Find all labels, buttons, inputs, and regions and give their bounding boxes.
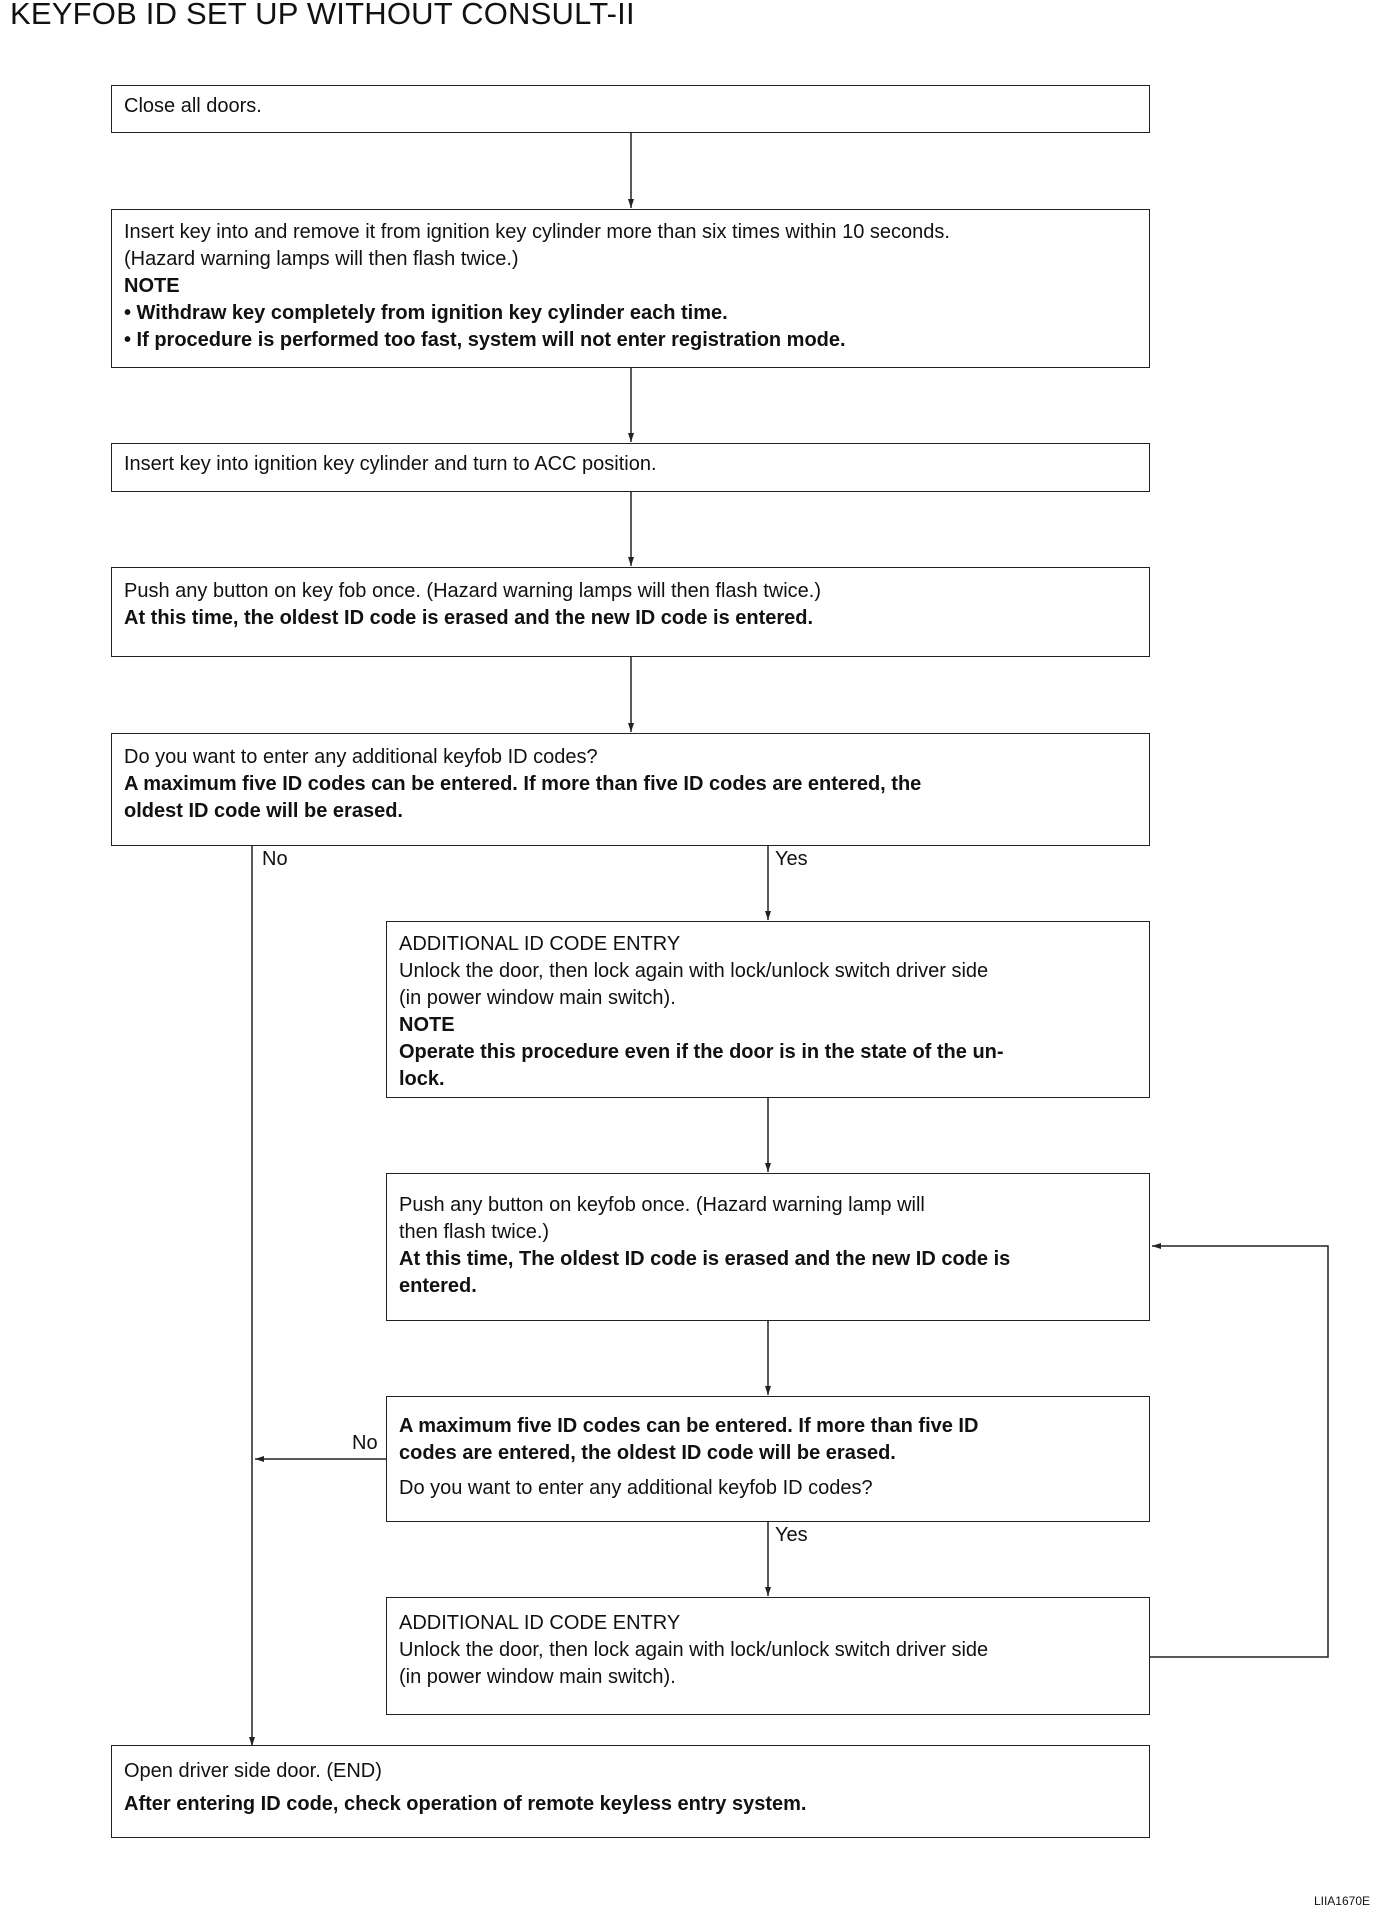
- decision-additional-codes: Do you want to enter any additional keyf…: [111, 733, 1150, 846]
- step-heading: ADDITIONAL ID CODE ENTRY: [399, 933, 681, 955]
- step-text: Push any button on keyfob once. (Hazard …: [399, 1194, 925, 1216]
- note-text: Operate this procedure even if the door …: [399, 1041, 1004, 1063]
- step-open-driver-door: Open driver side door. (END) After enter…: [111, 1745, 1150, 1838]
- label-yes: Yes: [775, 1524, 808, 1546]
- step-text: Unlock the door, then lock again with lo…: [399, 960, 989, 982]
- step-text: Close all doors.: [124, 95, 262, 117]
- note-text: • If procedure is performed too fast, sy…: [124, 329, 846, 351]
- step-bold-text: entered.: [399, 1275, 477, 1297]
- step-push-keyfob: Push any button on keyfob once. (Hazard …: [386, 1173, 1150, 1321]
- note-heading: NOTE: [124, 275, 180, 297]
- label-no: No: [352, 1432, 378, 1454]
- step-turn-acc: Insert key into ignition key cylinder an…: [111, 443, 1150, 492]
- step-text: (Hazard warning lamps will then flash tw…: [124, 248, 519, 270]
- step-bold-text: At this time, the oldest ID code is eras…: [124, 607, 814, 629]
- decision-note: A maximum five ID codes can be entered. …: [124, 773, 922, 795]
- step-text: Insert key into and remove it from ignit…: [124, 221, 950, 243]
- figure-code: LIIA1670E: [1313, 1894, 1370, 1908]
- decision-note: oldest ID code will be erased.: [124, 800, 403, 822]
- note-text: lock.: [399, 1068, 445, 1090]
- page-title: KEYFOB ID SET UP WITHOUT CONSULT-II: [10, 0, 635, 31]
- note-text: • Withdraw key completely from ignition …: [124, 302, 728, 324]
- decision-question: Do you want to enter any additional keyf…: [399, 1477, 873, 1499]
- step-text: (in power window main switch).: [399, 1666, 676, 1688]
- arrow-b9-loop-b7: [1149, 1243, 1329, 1658]
- step-push-button: Push any button on key fob once. (Hazard…: [111, 567, 1150, 657]
- step-insert-remove-key: Insert key into and remove it from ignit…: [111, 209, 1150, 368]
- label-yes: Yes: [775, 848, 808, 870]
- step-text: (in power window main switch).: [399, 987, 676, 1009]
- step-text: then flash twice.): [399, 1221, 550, 1243]
- decision-question: Do you want to enter any additional keyf…: [124, 746, 598, 768]
- step-text: Push any button on key fob once. (Hazard…: [124, 580, 822, 602]
- step-text: Open driver side door. (END): [124, 1760, 382, 1782]
- step-text: Unlock the door, then lock again with lo…: [399, 1639, 989, 1661]
- step-bold-text: At this time, The oldest ID code is eras…: [399, 1248, 1011, 1270]
- label-no: No: [262, 848, 288, 870]
- decision-note: A maximum five ID codes can be entered. …: [399, 1415, 979, 1437]
- step-heading: ADDITIONAL ID CODE ENTRY: [399, 1612, 681, 1634]
- step-close-doors: Close all doors.: [111, 85, 1150, 133]
- step-text: Insert key into ignition key cylinder an…: [124, 453, 657, 475]
- decision-note: codes are entered, the oldest ID code wi…: [399, 1442, 896, 1464]
- step-additional-id-entry-2: ADDITIONAL ID CODE ENTRY Unlock the door…: [386, 1597, 1150, 1715]
- decision-more-codes: A maximum five ID codes can be entered. …: [386, 1396, 1150, 1522]
- step-bold-text: After entering ID code, check operation …: [124, 1793, 807, 1815]
- note-heading: NOTE: [399, 1014, 455, 1036]
- step-additional-id-entry: ADDITIONAL ID CODE ENTRY Unlock the door…: [386, 921, 1150, 1098]
